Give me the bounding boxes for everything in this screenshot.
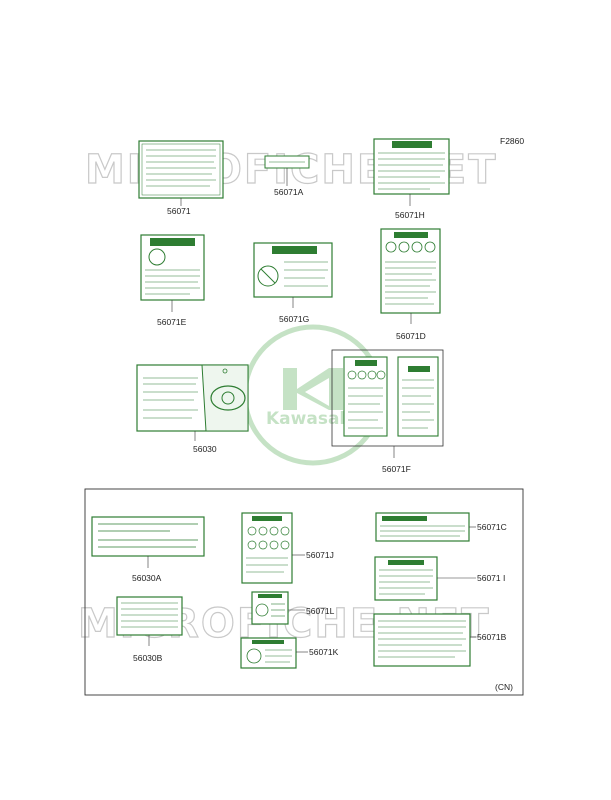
part-56071A[interactable]: 56071A [264, 155, 310, 197]
part-label: 56030B [133, 653, 163, 663]
part-label: 56071H [395, 210, 425, 220]
part-56071[interactable]: 56071 [138, 140, 224, 216]
part-56071B[interactable]: 56071B [373, 613, 507, 667]
part-56071K[interactable]: 56071K [240, 637, 339, 669]
part-56071G[interactable]: 56071G [253, 242, 333, 324]
part-56071H[interactable]: 56071H [373, 138, 450, 220]
part-56071E[interactable]: 56071E [140, 234, 205, 327]
part-label: 56071K [309, 647, 339, 657]
part-label: 56071J [306, 550, 334, 560]
part-label: 56071L [306, 606, 335, 616]
region-frame [84, 488, 524, 696]
part-56071I[interactable]: 56071 I [374, 556, 505, 601]
part-label: 56030A [132, 573, 162, 583]
region-code: (CN) [495, 682, 513, 692]
part-label: 56071C [477, 522, 507, 532]
part-label: 56071 I [477, 573, 505, 583]
part-56071C[interactable]: 56071C [375, 512, 507, 542]
part-label: 56071 [167, 206, 191, 216]
logo-text: Kawasaki [266, 409, 357, 429]
figure-code: F2860 [500, 136, 524, 146]
part-56071F[interactable]: 56071F [331, 349, 444, 474]
part-56071L[interactable]: 56071L [251, 591, 335, 625]
part-label: 56030 [193, 444, 217, 454]
part-56071D[interactable]: 56071D [380, 228, 441, 341]
part-label: 56071F [382, 464, 411, 474]
part-label: 56071D [396, 331, 426, 341]
part-56030[interactable]: 56030 [136, 364, 249, 454]
part-label: 56071G [279, 314, 309, 324]
part-label: 56071A [274, 187, 304, 197]
part-56030B[interactable]: 56030B [116, 596, 183, 663]
part-label: 56071B [477, 632, 507, 642]
part-label: 56071E [157, 317, 187, 327]
part-56030A[interactable]: 56030A [91, 516, 205, 583]
part-56071J[interactable]: 56071J [241, 512, 334, 584]
